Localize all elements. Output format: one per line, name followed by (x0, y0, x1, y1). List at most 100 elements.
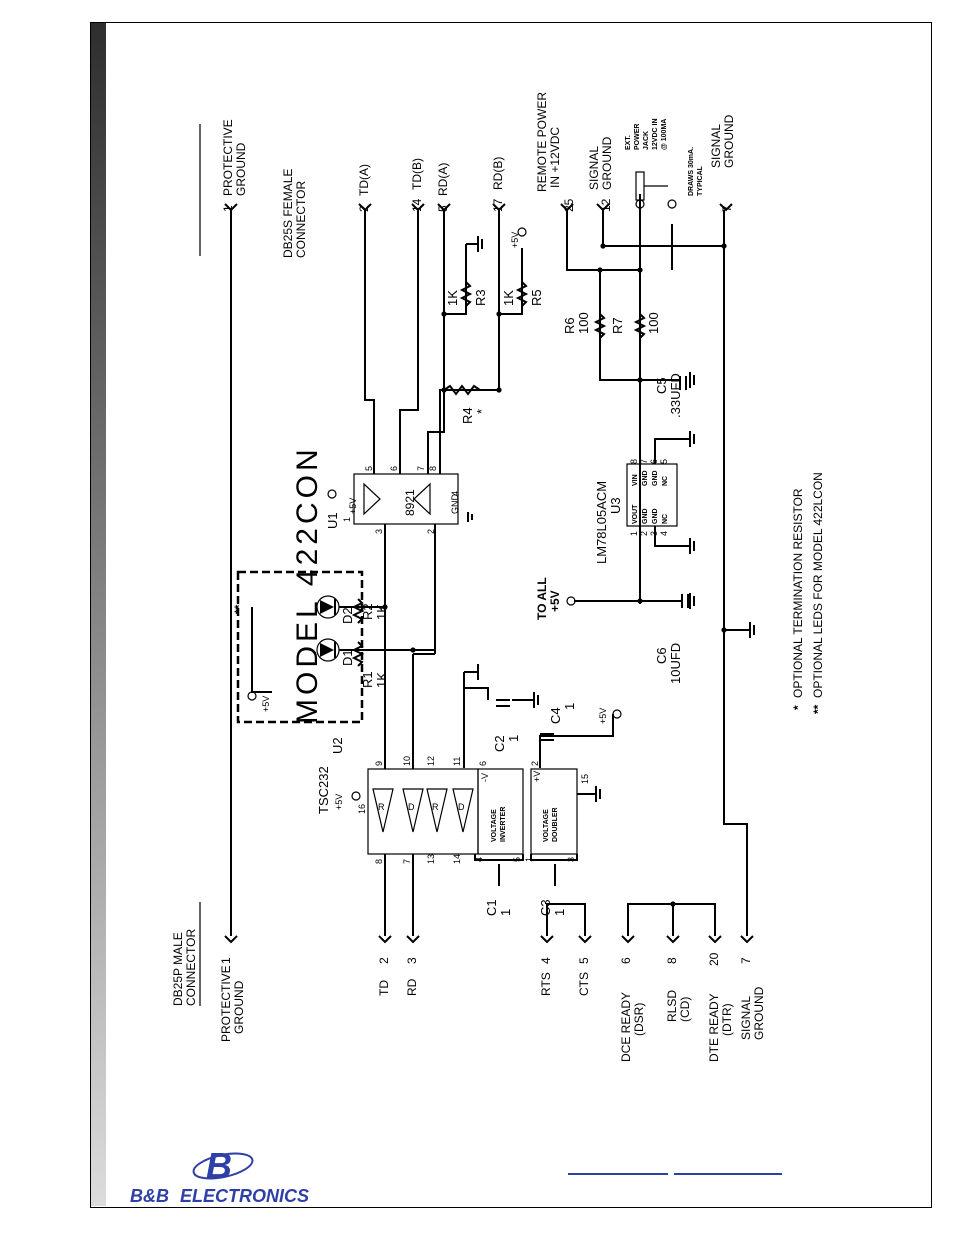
lpin-8-num: 8 (665, 957, 679, 964)
d1-ref: D1 (340, 649, 355, 666)
u3-num-4: 4 (659, 531, 669, 536)
u2-bot-pin-14: 14 (452, 854, 462, 864)
ext-power-line1: EXT. (625, 135, 632, 150)
u1-vcc: +5V (348, 498, 358, 514)
lpin-5-label: CTS (577, 972, 591, 996)
lpin-6-label: DCE READY (619, 992, 633, 1062)
r4-value: * (474, 409, 489, 414)
rpin-2-label: TD(A) (357, 164, 371, 196)
diagram-title: MODEL 422CON (291, 445, 324, 724)
left-connector-pins: 1 PROTECTIVE GROUND 2 TD 3 RD 4 RTS 5 CT… (219, 952, 766, 1062)
u1-vcc-pin: 1 (342, 517, 352, 522)
c1-ref: C1 (484, 899, 499, 916)
r4-zigzag (443, 384, 481, 396)
r6-zigzag (593, 313, 607, 339)
to-all-line2: +5V (548, 590, 562, 612)
u2-inverter-line1: VOLTAGE (491, 809, 498, 842)
u2-inv-pin-6: 6 (478, 761, 488, 766)
r7-zigzag (633, 313, 647, 339)
rpin-1-num: 1 (221, 205, 235, 212)
rpin-12-label2: GROUND (600, 136, 614, 190)
u1-pin6: 6 (389, 466, 399, 471)
note-2-text: OPTIONAL LEDS FOR MODEL 422LCON (811, 472, 825, 698)
c4-plus5v: +5V (598, 708, 608, 724)
c4-ref: C4 (548, 707, 563, 724)
u1-pin5: 5 (364, 466, 374, 471)
capacitors (491, 376, 689, 886)
u2-top-pin-9: 9 (374, 761, 384, 766)
ext-power-line3: JACK (643, 131, 650, 150)
rpin-14-label: TD(B) (410, 158, 424, 190)
u2-chip: TSC232 U2 +5V 16 R D R D 9 10 12 11 8 7 … (316, 737, 601, 864)
ground-symbols (464, 236, 755, 708)
u1-chip: U1 8921 +5V 1 GND 4 5 6 7 8 3 2 (325, 466, 460, 534)
r5-value: 1K (501, 290, 516, 306)
u1-part: 8921 (403, 489, 417, 516)
u3-left-pin-4: NC (662, 514, 669, 524)
u2-inverter-box (477, 768, 524, 855)
capacitor-labels: C1 1 C3 1 C2 1 C4 1 C5 .33UFD C6 10UFD (484, 373, 683, 916)
lpin-6-num: 6 (619, 957, 633, 964)
r7-ref: R7 (610, 317, 625, 334)
u1-ref: U1 (325, 512, 340, 529)
optional-led-box (236, 570, 364, 724)
note-1-mark: * (791, 705, 805, 710)
u3-num-7: 7 (639, 459, 649, 464)
c5-ref: C5 (654, 377, 669, 394)
page-frame (90, 22, 932, 1208)
power-section: +5V +5V TO ALL +5V (510, 171, 677, 724)
r2-ref: R2 (360, 603, 375, 620)
u2-plus-v: +V (532, 771, 542, 782)
lpin-1-label: PROTECTIVE (219, 965, 233, 1042)
u2-inv-pin-4: 4 (474, 857, 484, 862)
lpin-7-label: SIGNAL (739, 996, 753, 1040)
u3-right-pin-6: GND (652, 470, 659, 486)
lpin-1-num: 1 (219, 957, 233, 964)
lpin-8-label: RLSD (665, 990, 679, 1022)
u2-top-pin-11: 11 (452, 757, 462, 766)
r2-value: 1K (374, 604, 389, 620)
r5-plus5v-terminal (517, 227, 527, 237)
ext-power-line2: POWER (634, 124, 641, 150)
c2-ref: C2 (492, 735, 507, 752)
r7-value: 100 (646, 312, 661, 334)
u1-pin8: 8 (428, 466, 438, 471)
rpin-1-label2: GROUND (234, 142, 248, 196)
r3-ref: R3 (473, 289, 488, 306)
u2-gate-r1: R (378, 802, 385, 812)
u2-doubler-line2: DOUBLER (552, 807, 559, 842)
u1-gnd: GND (450, 494, 460, 515)
u3-right-pin-5: NC (662, 476, 669, 486)
leds: D2 D1 +5V ** (232, 570, 364, 724)
r5-plus5v: +5V (510, 232, 520, 248)
r6-value: 100 (576, 312, 591, 334)
rpin-1-label: PROTECTIVE (221, 119, 235, 196)
c6-ref: C6 (654, 647, 669, 664)
r4-ref: R4 (460, 407, 475, 424)
u2-inverter-line2: INVERTER (500, 807, 507, 842)
u2-vcc-pin: 16 (357, 804, 367, 814)
logo-letter: B (206, 1145, 232, 1186)
u2-inv-pin-5: 5 (512, 857, 522, 862)
u2-gate-d1: D (408, 802, 415, 812)
u1-body (353, 473, 459, 525)
footer-link-1[interactable] (568, 1173, 668, 1175)
schematic-diagram: MODEL 422CON DB25S FEMALE CONNECTOR 1 PR… (171, 92, 825, 1062)
r5-zigzag (515, 281, 529, 307)
ext-power-line4: 12VDC IN (652, 118, 659, 150)
lpin-7-label2: GROUND (752, 986, 766, 1040)
u1-gnd-pin: 4 (450, 491, 460, 496)
u2-bot-pin-8: 8 (374, 859, 384, 864)
lpin-4-num: 4 (539, 957, 553, 964)
c3-ref: C3 (538, 899, 553, 916)
u2-dbl-pin-2: 2 (530, 761, 540, 766)
r6-ref: R6 (562, 317, 577, 334)
u3-left-pin-3: GND (652, 508, 659, 524)
rpin-12-num: 12 (599, 198, 613, 212)
footer-link-2[interactable] (674, 1173, 782, 1175)
lpin-2-num: 2 (377, 957, 391, 964)
u2-vcc: +5V (334, 794, 344, 810)
resistor-labels: R1 1K R2 1K 1K R3 R4 * 1K R5 R6 100 R7 1… (360, 289, 661, 688)
lpin-3-label: RD (405, 978, 419, 996)
u2-part: TSC232 (316, 766, 331, 814)
